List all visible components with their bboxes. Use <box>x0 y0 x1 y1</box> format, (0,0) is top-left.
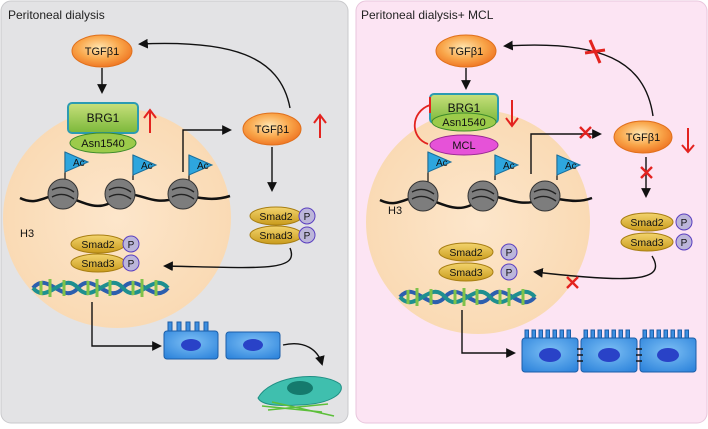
down-arrow-icon <box>505 100 519 128</box>
down-arrow-icon <box>681 128 695 154</box>
asn1540-site <box>431 112 497 132</box>
asn1540-label: Asn1540 <box>442 117 485 129</box>
tgfb1-label: TGFβ1 <box>626 132 660 144</box>
feedback-loop-arrow <box>503 40 654 117</box>
tgfb1-label: TGFβ1 <box>255 124 289 136</box>
nucleosome <box>407 180 439 212</box>
acetyl-flag: Ac <box>188 154 214 180</box>
arrow-emt-transition <box>282 343 325 366</box>
acetyl-flag: Ac <box>64 151 90 182</box>
tgfb1-ligand <box>71 34 133 68</box>
acetyl-flag: Ac <box>556 154 582 180</box>
nucleus <box>366 110 590 334</box>
svg-text:Ac: Ac <box>565 161 577 172</box>
left-panel-title: Peritoneal dialysis <box>8 8 105 22</box>
mcl-compound <box>429 134 499 156</box>
brg1-label: BRG1 <box>87 111 120 125</box>
dna-helix <box>398 288 537 306</box>
nucleosome <box>529 180 561 212</box>
blocked-x-icon <box>640 166 653 179</box>
svg-text:P: P <box>506 248 513 259</box>
svg-text:P: P <box>681 238 688 249</box>
svg-text:P: P <box>681 218 688 229</box>
svg-text:Smad2: Smad2 <box>81 239 114 251</box>
feedback-loop-arrow <box>138 38 291 109</box>
smad2-phospho: Smad2 P <box>249 206 316 226</box>
acetyl-flag: Ac <box>132 154 158 180</box>
svg-text:P: P <box>304 231 311 242</box>
svg-text:Smad3: Smad3 <box>259 230 292 242</box>
up-arrow-icon <box>143 108 157 133</box>
svg-text:P: P <box>304 212 311 223</box>
tgfb1-expression <box>613 120 673 154</box>
mesothelial-cell <box>163 321 219 360</box>
mesenchymal-cell <box>257 376 342 406</box>
mcl-label: MCL <box>452 140 475 152</box>
mesothelial-cell <box>639 329 697 373</box>
arrow-smad-to-nucleus <box>163 247 293 272</box>
svg-text:Ac: Ac <box>141 161 153 172</box>
h3-label: H3 <box>388 205 402 217</box>
arrow-smad-to-nucleus <box>533 255 657 280</box>
smad2-phospho: Smad2 P <box>620 212 693 232</box>
nucleosome <box>467 180 499 212</box>
nucleus <box>3 108 231 328</box>
mesothelial-cell <box>521 329 579 373</box>
arrow-gene-to-tgfb1 <box>530 129 602 174</box>
svg-text:Smad3: Smad3 <box>449 267 482 279</box>
arrow-gene-to-tgfb1 <box>182 125 232 172</box>
acetyl-flag: Ac <box>427 151 453 182</box>
smad3-phospho-nuclear: Smad3 P <box>438 262 518 282</box>
blocked-x-icon <box>566 276 579 289</box>
nucleosome <box>167 178 199 210</box>
nucleosome <box>104 178 136 210</box>
smad2-phospho-nuclear: Smad2 P <box>70 234 140 254</box>
up-arrow-icon <box>313 113 327 138</box>
svg-text:Smad3: Smad3 <box>81 258 114 270</box>
panel-peritoneal-dialysis: Peritoneal dialysis TGFβ1 BRG1 Asn1540 A… <box>0 0 349 424</box>
asn1540-label: Asn1540 <box>81 138 124 150</box>
brg1-label: BRG1 <box>448 101 481 115</box>
tgfb1-expression <box>242 112 302 146</box>
arrow-to-epithelial-cells <box>91 302 162 351</box>
panel-peritoneal-dialysis-mcl: Peritoneal dialysis+ MCL TGFβ1 BRG1 Asn1… <box>355 0 708 424</box>
svg-text:Smad2: Smad2 <box>259 211 292 223</box>
svg-text:P: P <box>506 268 513 279</box>
svg-text:P: P <box>128 259 135 270</box>
tight-junctions <box>577 348 642 362</box>
smad3-phospho: Smad3 P <box>249 225 316 245</box>
svg-text:Ac: Ac <box>197 161 209 172</box>
tgfb1-label: TGFβ1 <box>449 46 483 58</box>
mesothelial-cell <box>225 331 281 360</box>
h3-label: H3 <box>20 228 34 240</box>
smad2-phospho-nuclear: Smad2 P <box>438 242 518 262</box>
svg-text:Smad2: Smad2 <box>630 217 663 229</box>
acetyl-flag: Ac <box>494 154 520 180</box>
svg-text:Smad3: Smad3 <box>630 237 663 249</box>
svg-text:P: P <box>128 240 135 251</box>
smad3-phospho: Smad3 P <box>620 232 693 252</box>
svg-text:Ac: Ac <box>436 158 448 169</box>
blocked-x-icon <box>584 39 606 64</box>
svg-text:Smad2: Smad2 <box>449 247 482 259</box>
nucleosome <box>47 178 79 210</box>
dna-helix <box>31 279 170 297</box>
smad3-phospho-nuclear: Smad3 P <box>70 253 140 273</box>
blocked-x-icon <box>579 126 592 139</box>
arrow-to-epithelial-cells <box>461 310 516 358</box>
inhibition-arc <box>413 104 431 145</box>
svg-text:Ac: Ac <box>503 161 515 172</box>
right-panel-title: Peritoneal dialysis+ MCL <box>361 8 494 22</box>
svg-text:Ac: Ac <box>73 158 85 169</box>
tgfb1-label: TGFβ1 <box>85 46 119 58</box>
tgfb1-ligand <box>435 34 497 68</box>
collagen-fibers <box>261 401 335 417</box>
asn1540-site <box>69 132 137 154</box>
